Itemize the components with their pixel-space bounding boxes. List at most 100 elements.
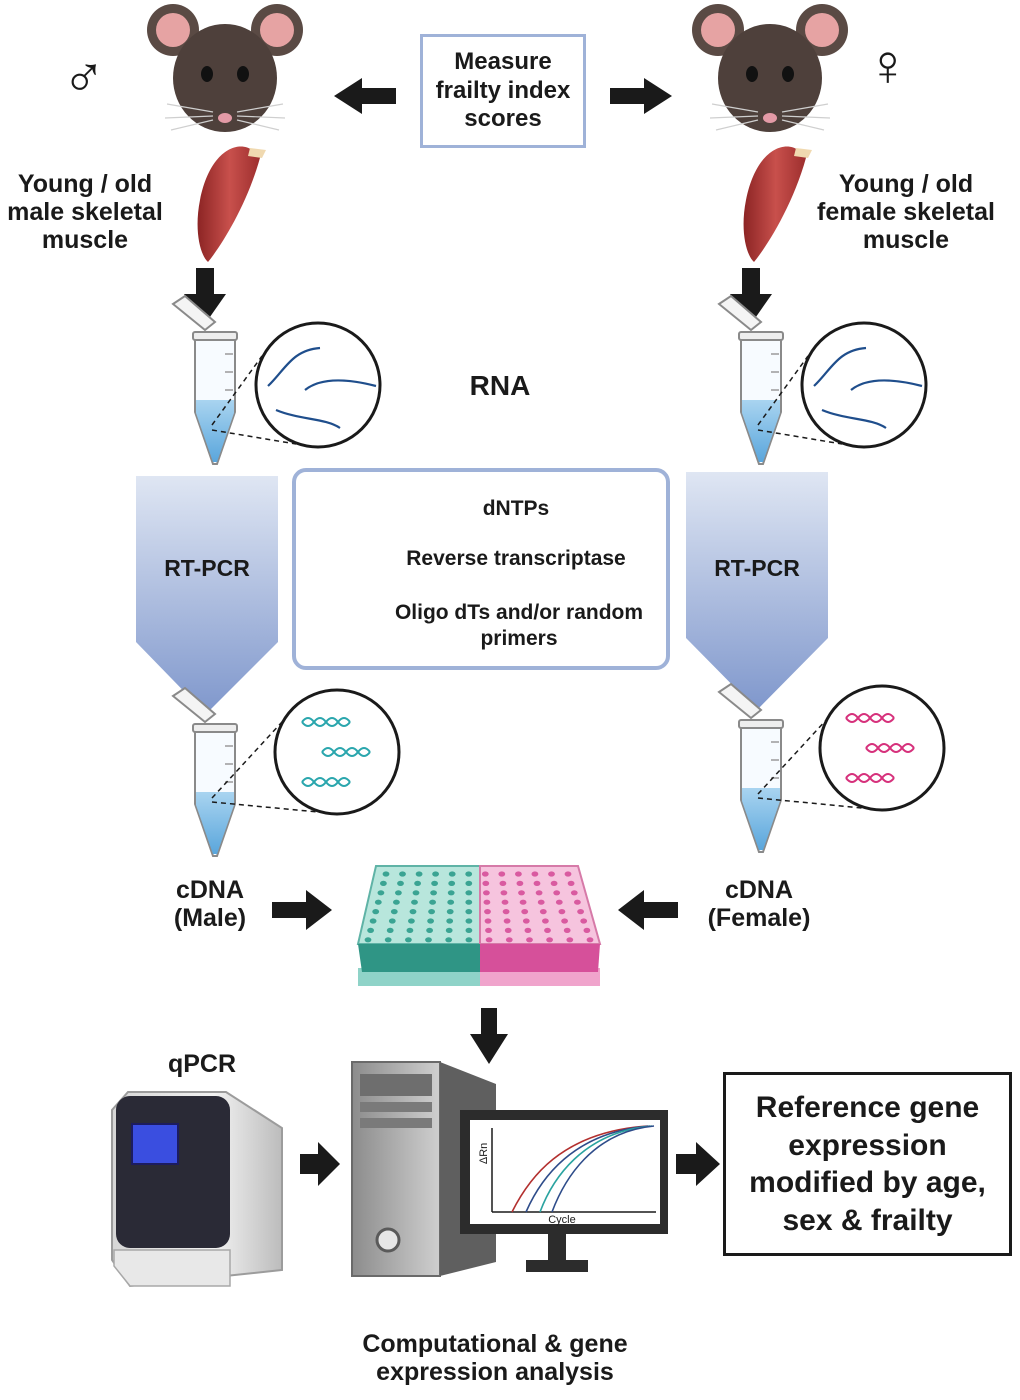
plate-well <box>580 918 588 924</box>
plate-well <box>386 927 394 934</box>
plate-well <box>564 871 572 877</box>
reagent-label-reverse-transcriptase: Reverse transcriptase <box>406 547 626 570</box>
plate-well <box>448 880 456 887</box>
female-cdna-tube <box>718 683 784 853</box>
plate-well <box>544 927 551 934</box>
male-muscle-illustration <box>197 146 262 262</box>
plate-well <box>577 909 584 915</box>
plate-well <box>447 890 455 896</box>
plate-well <box>550 880 558 887</box>
plate-well <box>553 890 561 896</box>
plate-well <box>408 918 415 924</box>
plate-well <box>364 937 372 943</box>
plate-well <box>395 890 402 896</box>
arrow-right-to-female-mouse <box>610 78 672 114</box>
plate-well <box>548 871 555 877</box>
plate-well <box>411 899 418 905</box>
female-cdna-zoom <box>757 684 946 812</box>
plate-well <box>465 918 473 924</box>
plate-well <box>567 880 575 887</box>
male-symbol: ♂ <box>62 45 106 110</box>
plate-well <box>501 899 509 905</box>
plate-well <box>425 937 432 943</box>
plate-well <box>465 890 473 896</box>
male-rna-tube <box>172 295 238 465</box>
arrow-plate-to-computer <box>470 1008 508 1064</box>
plate-well <box>372 909 380 915</box>
plot-xlabel: Cycle <box>548 1214 576 1226</box>
female-cdna-label: cDNA (Female) <box>707 876 811 932</box>
plate-well <box>430 890 437 896</box>
plate-well <box>570 890 578 896</box>
female-rt-pcr-label: RT-PCR <box>714 555 800 581</box>
plate-well <box>399 871 406 877</box>
female-muscle-illustration <box>743 146 808 262</box>
plate-well <box>586 937 594 943</box>
plate-well <box>485 927 492 934</box>
plate-well <box>446 918 454 924</box>
plate-well <box>500 890 508 896</box>
arrow-down-male-muscle <box>184 268 226 324</box>
plate-well <box>583 927 591 934</box>
rna-label: RNA <box>469 370 531 401</box>
plate-well <box>390 909 398 915</box>
plate-well <box>405 937 412 943</box>
male-rt-pcr-arrow <box>136 476 278 714</box>
plate-well <box>377 890 385 896</box>
plate-well <box>429 899 436 905</box>
plate-well <box>409 909 417 915</box>
plate-well <box>499 880 507 887</box>
plate-well <box>526 937 533 943</box>
well-plate <box>356 865 602 986</box>
male-cdna-tube <box>172 687 238 857</box>
plate-well <box>498 871 506 877</box>
plate-well <box>524 927 532 934</box>
plate-well <box>367 927 374 934</box>
plate-well <box>447 899 455 905</box>
arrow-female-cdna-to-plate <box>618 890 678 930</box>
plate-well <box>485 937 493 943</box>
plate-well <box>539 909 547 915</box>
plate-well <box>483 899 491 905</box>
male-cdna-label: cDNA (Male) <box>173 876 247 932</box>
qpcr-machine <box>111 1091 283 1288</box>
plate-well <box>414 880 421 887</box>
plate-well <box>448 871 456 877</box>
plate-well <box>465 927 473 934</box>
analysis-label: Computational & gene expression analysis <box>362 1330 628 1386</box>
result-box: Reference gene expression modified by ag… <box>723 1072 1012 1256</box>
male-rt-pcr-label: RT-PCR <box>164 555 250 581</box>
plate-well <box>563 927 571 934</box>
plot-ylabel: ΔRn <box>477 1142 490 1165</box>
plate-well <box>482 880 490 887</box>
plate-well <box>445 927 453 934</box>
female-symbol: ♀ <box>866 33 910 98</box>
plate-well <box>518 890 525 896</box>
plate-well <box>369 918 377 924</box>
plate-well <box>537 899 545 905</box>
arrow-left-to-male-mouse <box>334 78 396 114</box>
female-mouse-illustration <box>691 3 849 133</box>
plate-well <box>426 927 433 934</box>
plate-well <box>412 890 420 896</box>
plate-well <box>432 871 439 877</box>
plate-well <box>558 909 566 915</box>
male-tissue-label: Young / old male skeletal muscle <box>7 170 163 254</box>
plate-well <box>561 918 568 924</box>
male-rna-zoom <box>211 321 382 449</box>
reagent-label-primers: Oligo dTs and/or random primers <box>394 601 644 651</box>
plate-well <box>445 937 453 943</box>
plate-well <box>502 909 510 915</box>
measure-frailty-label: Measure frailty index scores <box>435 47 571 133</box>
plate-well <box>546 937 553 943</box>
female-rt-pcr-arrow <box>686 472 828 710</box>
result-label: Reference gene expression modified by ag… <box>749 1091 986 1237</box>
qpcr-label: qPCR <box>167 1050 237 1078</box>
plate-well <box>574 899 581 905</box>
female-rna-tube <box>718 295 784 465</box>
arrow-to-result <box>676 1142 720 1186</box>
plate-well <box>542 918 549 924</box>
plate-well <box>531 871 539 877</box>
measure-frailty-box: Measure frailty index scores <box>420 34 586 148</box>
